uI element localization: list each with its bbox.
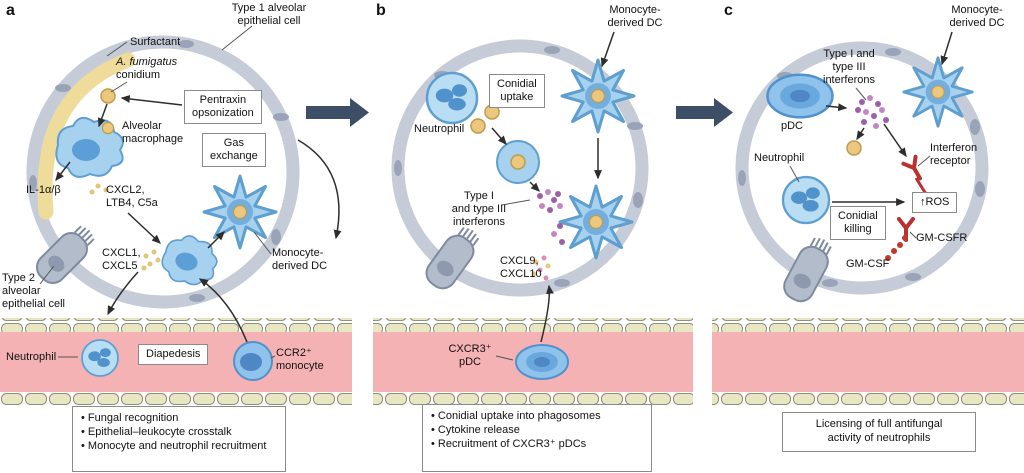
label-cxcl2-ltb4-c5a: CXCL2, LTB4, C5a xyxy=(106,184,158,209)
label-interferons-b: Type I and type III interferons xyxy=(451,190,507,228)
capillary-a xyxy=(0,318,352,406)
neutrophil-cell xyxy=(81,339,119,377)
label-ccr2-monocyte: CCR2⁺ monocyte xyxy=(276,347,324,372)
panel-c-tag: c xyxy=(724,2,733,19)
chemokine-dots xyxy=(89,183,161,271)
label-cxcl9-cxcl10: CXCL9, CXCL10 xyxy=(500,255,542,280)
summary-b-item: • Cytokine release xyxy=(431,423,520,436)
conidium xyxy=(470,118,486,134)
label-neutrophil-a: Neutrophil xyxy=(6,351,57,363)
panel-c-leader-lines xyxy=(789,87,931,239)
monocyte-derived-dc-cell xyxy=(902,56,974,128)
capillary-c xyxy=(712,318,1024,406)
conidial-killing-box: Conidial killing xyxy=(830,206,886,241)
neutrophil-cell xyxy=(781,175,831,225)
interferon-dots xyxy=(537,189,565,245)
monocyte-derived-dc-cell xyxy=(558,184,634,260)
interferon-dots xyxy=(855,95,889,129)
receptor-signal-line xyxy=(914,177,928,195)
epithelial-nuclei-c xyxy=(738,48,985,287)
ros-box: ↑ROS xyxy=(912,192,958,214)
cxcl9-cxcl10-dots xyxy=(531,255,551,281)
surfactant-layer xyxy=(37,52,136,220)
summary-a-item: • Epithelial–leukocyte crosstalk xyxy=(81,425,232,438)
phagocyte-with-conidium xyxy=(496,140,540,184)
panel-b-tag: b xyxy=(376,2,386,19)
conidium-word: conidium xyxy=(116,68,161,81)
flow-arrow-b-c xyxy=(676,98,733,127)
label-pdc: pDC xyxy=(781,120,804,132)
label-cxcr3-pdc: CXCR3⁺ pDC xyxy=(448,343,492,368)
diapedesis-box: Diapedesis xyxy=(138,344,209,366)
label-neutrophil-b: Neutrophil xyxy=(414,123,465,135)
label-il1: IL-1α/β xyxy=(26,184,61,196)
label-cxcl1-cxcl5: CXCL1, CXCL5 xyxy=(102,247,141,272)
panel-b xyxy=(391,31,649,380)
gm-csf-dots xyxy=(885,235,908,261)
species-name: A. fumigatus xyxy=(116,56,178,68)
label-gmcsf: GM-CSF xyxy=(846,258,890,270)
monocyte-derived-dc-cell xyxy=(202,174,278,250)
summary-box-a: • Fungal recognition • Epithelial–leukoc… xyxy=(72,406,286,472)
panel-c-arrows xyxy=(825,31,953,206)
pdc-cell xyxy=(515,344,569,380)
summary-box-b: • Conidial uptake into phagosomes • Cyto… xyxy=(422,404,652,472)
label-alveolar-macrophage: Alveolar macrophage xyxy=(122,120,184,145)
label-a-fumigatus-conidium: A. fumigatus conidium xyxy=(116,56,177,82)
panel-c xyxy=(735,31,989,307)
panel-a-arrows xyxy=(55,95,342,343)
panel-b-arrows xyxy=(491,31,615,343)
label-surfactant: Surfactant xyxy=(130,36,181,48)
neutrophil-cell xyxy=(425,71,479,125)
label-gmcsfr: GM-CSFR xyxy=(916,232,968,244)
summary-a-item: • Monocyte and neutrophil recruitment xyxy=(81,439,267,452)
label-monocyte-dc-c: Monocyte- derived DC xyxy=(949,4,1005,29)
monocyte-derived-dc-cell xyxy=(560,58,636,134)
pentraxin-box: Pentraxin opsonization xyxy=(184,90,262,125)
panel-b-leader-lines xyxy=(495,199,531,361)
label-interferons-c: Type I and type III interferons xyxy=(823,48,875,86)
engulfed-conidium xyxy=(101,121,115,135)
flow-arrow-a-b xyxy=(306,98,369,127)
summary-b-item: • Recruitment of CXCR3⁺ pDCs xyxy=(431,437,587,450)
summary-box-c: Licensing of full antifungal activity of… xyxy=(782,412,976,452)
panel-a-leader-lines xyxy=(39,25,276,359)
ccr2-monocyte-cell xyxy=(233,341,273,381)
label-interferon-receptor: Interferon receptor xyxy=(930,142,978,167)
summary-a-item: • Fungal recognition xyxy=(81,412,179,424)
label-type1-epithelial: Type 1 alveolar epithelial cell xyxy=(231,2,307,27)
label-neutrophil-c: Neutrophil xyxy=(754,152,805,164)
label-monocyte-dc-a: Monocyte- derived DC xyxy=(272,247,328,272)
panel-a-tag: a xyxy=(6,2,15,19)
epithelial-nuclei-a xyxy=(29,40,289,302)
gas-exchange-box: Gas exchange xyxy=(202,133,266,168)
summary-b-item: • Conidial uptake into phagosomes xyxy=(431,410,601,422)
conidial-uptake-box: Conidial uptake xyxy=(489,74,545,109)
label-monocyte-dc-b: Monocyte- derived DC xyxy=(607,4,663,29)
label-type2-epithelial: Type 2 alveolar epithelial cell xyxy=(2,272,65,310)
epithelial-nuclei-b xyxy=(394,46,643,287)
conidium xyxy=(846,140,862,156)
